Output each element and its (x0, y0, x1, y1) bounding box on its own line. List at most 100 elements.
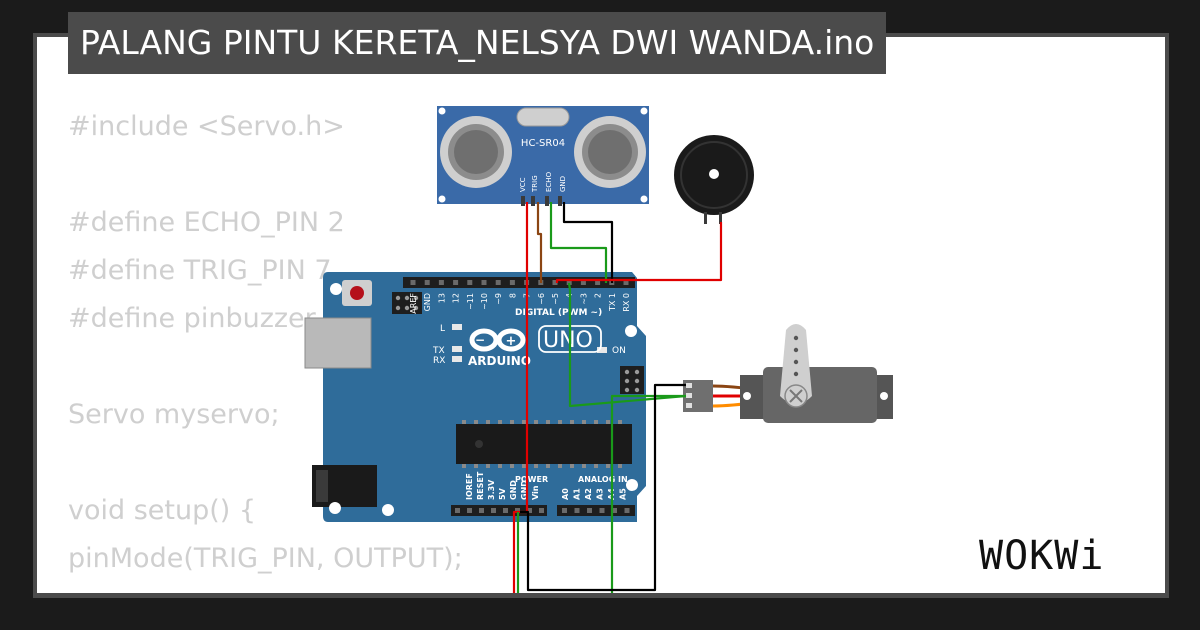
header-pin[interactable] (491, 508, 496, 513)
power-header (451, 505, 547, 516)
pin-label: ~6 (537, 293, 546, 305)
wire-servo-signal (567, 282, 687, 408)
code-line: pinMode(ECHO_PIN, INPUT); (68, 583, 463, 593)
header-pin[interactable] (566, 280, 572, 285)
header-pin[interactable] (509, 280, 515, 285)
pin-label: ~5 (551, 293, 560, 305)
header-pin[interactable] (481, 280, 487, 285)
header-pin[interactable] (587, 508, 592, 513)
pin-label: 3.3V (487, 479, 496, 500)
analog-label: ANALOG IN (578, 475, 628, 484)
pin-label: ~10 (480, 293, 489, 310)
diagram-canvas: #include <Servo.h>#define ECHO_PIN 2#def… (37, 37, 1165, 593)
pin-label: A3 (596, 488, 605, 500)
rx-label: RX (433, 356, 445, 366)
header-pin[interactable] (574, 508, 580, 513)
header-pin[interactable] (599, 508, 605, 513)
pin-label: 13 (437, 293, 446, 303)
transducer-left (440, 116, 512, 188)
pin-label: A1 (573, 488, 582, 500)
pin-label: A0 (561, 488, 570, 500)
header-pin[interactable] (527, 508, 532, 513)
circuit-diagram: − + ARDUINO UNO ON L TX RX DIGITAL (PWM … (304, 106, 893, 593)
power-label: POWER (515, 475, 548, 484)
svg-text:+: + (506, 334, 517, 349)
on-label: ON (612, 346, 626, 356)
l-led (452, 324, 462, 330)
servo-motor[interactable] (683, 324, 893, 423)
pin-label: ~3 (579, 293, 588, 305)
wire-buzzer (555, 222, 723, 283)
header-pin[interactable] (467, 508, 472, 513)
arduino-logo-icon (469, 328, 526, 352)
pin-label: ~9 (494, 293, 503, 305)
header-pin[interactable] (623, 280, 629, 285)
header-pin[interactable] (424, 280, 430, 285)
pin-label: GND (520, 480, 529, 500)
pin-label: 2 (594, 293, 603, 298)
on-led (597, 347, 607, 353)
svg-text:−: − (475, 333, 485, 347)
analog-header (557, 505, 635, 516)
wire-echo (549, 202, 608, 283)
header-pin[interactable] (410, 280, 416, 285)
pin-label: AREF (409, 293, 418, 314)
header-pin[interactable] (479, 508, 484, 513)
wokwi-logo-text: WOKWi (979, 533, 1104, 579)
servo-horn[interactable] (780, 324, 812, 408)
arduino-uno-board[interactable]: − + ARDUINO UNO ON L TX RX DIGITAL (PWM … (304, 272, 646, 522)
arduino-model: UNO (543, 328, 593, 353)
header-pin[interactable] (580, 280, 586, 285)
sensor-pin-label: GND (559, 176, 567, 192)
tx-led (452, 346, 462, 352)
pin-label: A5 (619, 488, 628, 500)
transducer-right (574, 116, 646, 188)
sensor-label: HC-SR04 (521, 138, 565, 149)
pin-label: 5V (498, 487, 507, 500)
header-pin[interactable] (453, 280, 459, 285)
digital-label: DIGITAL (PWM ~) (515, 308, 602, 318)
code-line: void setup() { (68, 495, 257, 526)
pin-label: Vin (531, 485, 540, 500)
pin-label: GND (509, 480, 518, 500)
sensor-pin-label: ECHO (545, 171, 553, 192)
header-pin[interactable] (495, 280, 501, 285)
usb-port (304, 317, 372, 369)
header-pin[interactable] (595, 280, 601, 285)
header-pin[interactable] (515, 508, 520, 513)
pin-label: RX 0 (622, 293, 631, 312)
header-pin[interactable] (438, 280, 444, 285)
sensor-pin-label: VCC (519, 177, 527, 192)
header-pin[interactable] (612, 508, 617, 513)
pin-label: ~11 (466, 293, 475, 310)
rx-led (452, 356, 462, 362)
header-pin[interactable] (539, 508, 544, 513)
microcontroller-chip (456, 424, 632, 464)
header-pin[interactable] (624, 508, 630, 513)
wire-trig (536, 202, 543, 283)
wokwi-logo: WOKWi (975, 529, 1155, 583)
pin-label: 12 (452, 293, 461, 303)
arduino-brand: ARDUINO (468, 354, 531, 368)
code-background: #include <Servo.h>#define ECHO_PIN 2#def… (68, 103, 463, 593)
wire-servo-gnd (520, 383, 686, 592)
code-line: #define ECHO_PIN 2 (68, 207, 345, 238)
tx-label: TX (432, 346, 445, 356)
code-line: #define TRIG_PIN 7 (68, 255, 332, 286)
header-pin[interactable] (562, 508, 567, 513)
pin-label: GND (423, 293, 432, 311)
header-pin[interactable] (552, 280, 558, 285)
ultrasonic-sensor[interactable]: HC-SR04 VCC TRIG ECHO GND (437, 106, 649, 206)
pin-label: 8 (508, 293, 517, 298)
code-line: Servo myservo; (68, 399, 280, 430)
pin-label: TX 1 (608, 293, 617, 312)
page-title: PALANG PINTU KERETA_NELSYA DWI WANDA.ino (68, 12, 887, 74)
buzzer[interactable] (674, 135, 754, 224)
pin-label: IOREF (465, 473, 474, 500)
pin-label: A2 (584, 488, 593, 500)
sensor-pin-label: TRIG (531, 175, 539, 193)
header-pin[interactable] (467, 280, 473, 285)
header-pin[interactable] (503, 508, 508, 513)
wire-servo-vcc (610, 394, 686, 593)
header-pin[interactable] (455, 508, 460, 513)
